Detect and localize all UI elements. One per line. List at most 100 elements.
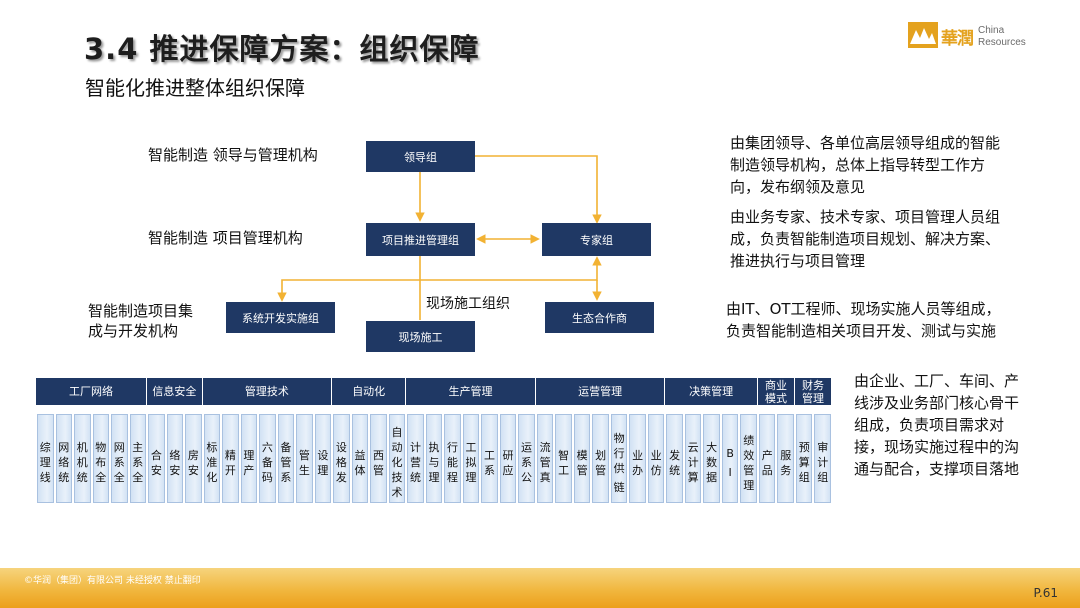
matrix-cell: 工拟理 — [462, 414, 480, 503]
matrix-cell-text: 设理 — [317, 448, 329, 477]
matrix-cell: 预算组 — [795, 414, 813, 503]
matrix-cell: 综理线 — [37, 414, 54, 503]
matrix-cell-text: 标准化 — [206, 441, 218, 484]
matrix-cell: 合安 — [148, 414, 165, 503]
label-leadership-org: 智能制造 领导与管理机构 — [148, 146, 318, 164]
matrix-cell: 云计算 — [684, 414, 702, 503]
matrix-cell-text: 计营统 — [409, 441, 421, 484]
box-field-construction: 现场施工 — [366, 321, 475, 352]
matrix-cell: 业办 — [629, 414, 646, 503]
matrix-cell: 模管 — [573, 414, 591, 503]
label-dev-org-line2: 成与开发机构 — [88, 322, 179, 340]
matrix-cell: 标准化 — [203, 414, 221, 503]
box-leading-group: 领导组 — [366, 141, 475, 172]
matrix-cell-text: 房安 — [187, 448, 199, 477]
matrix-cell: 房安 — [185, 414, 202, 503]
matrix-cell-text: 链 — [613, 480, 625, 494]
matrix-cell: 产品 — [758, 414, 776, 503]
matrix-cell-text: 六备码 — [261, 441, 273, 484]
matrix-cell-text: 管生 — [298, 448, 310, 477]
matrix-cell: 发统 — [666, 414, 683, 503]
matrix-cell: 备管系 — [277, 414, 295, 503]
matrix-cell: 运系公 — [518, 414, 535, 503]
matrix-header-6: 决策管理 — [665, 378, 758, 405]
matrix-header-4: 生产管理 — [406, 378, 536, 405]
page-number: P.61 — [1033, 586, 1058, 600]
matrix-cell-text: 络安 — [169, 448, 181, 477]
matrix-cell: 理产 — [240, 414, 258, 503]
matrix-cell-text: 业仿 — [650, 448, 662, 477]
desc-leadership: 由集团领导、各单位高层领导组成的智能 制造领导机构，总体上指导转型工作方 向，发… — [730, 134, 1001, 196]
matrix-cell-text: 预算组 — [798, 441, 810, 484]
matrix-cell-text: 发统 — [669, 448, 681, 477]
desc-field: 由企业、工厂、车间、产 线涉及业务部门核心骨干 组成，负责项目需求对 接，现场实… — [854, 372, 1020, 478]
matrix-cell-text: 机机统 — [76, 441, 88, 484]
matrix-cell-text: 益体 — [354, 448, 366, 477]
matrix-cell: 物布全 — [92, 414, 110, 503]
matrix-cell-text: 审计组 — [817, 441, 829, 484]
matrix-cell: 审计组 — [814, 414, 831, 503]
matrix-header-0: 工厂网络 — [36, 378, 148, 405]
logo-english-line2: Resources — [978, 37, 1026, 48]
footer-bar — [0, 568, 1080, 608]
matrix-cell-text: 理产 — [243, 448, 255, 477]
matrix-cell-text: 行能程 — [447, 441, 458, 484]
matrix-header-7: 商业 模式 — [757, 378, 795, 405]
matrix-cell: 智工 — [555, 414, 572, 503]
matrix-cell-text: 划管 — [595, 448, 607, 477]
matrix-cell: 精开 — [222, 414, 239, 503]
matrix-cell: 工系 — [481, 414, 498, 503]
page-subtitle: 智能化推进整体组织保障 — [85, 76, 305, 100]
matrix-cell-text: 西管 — [372, 448, 384, 477]
matrix-cell: 服务 — [777, 414, 794, 503]
matrix-cell-text: 研应 — [502, 448, 514, 477]
matrix-cell-text: 智工 — [558, 448, 570, 477]
matrix-cell: 流管真 — [536, 414, 554, 503]
page-title: 3.4 推进保障方案：组织保障 — [84, 32, 480, 66]
matrix-cell-text: 工拟理 — [465, 441, 477, 484]
box-system-dev-group: 系统开发实施组 — [226, 302, 335, 333]
matrix-cell-text: 物行供 — [613, 431, 625, 475]
matrix-cell-text: 绩效管理 — [743, 433, 755, 492]
desc-project: 由业务专家、技术专家、项目管理人员组 成，负责智能制造项目规划、解决方案、 推进… — [730, 208, 1001, 270]
matrix-cell: 六备码 — [259, 414, 276, 503]
desc-development: 由IT、OT工程师、现场实施人员等组成， 负责智能制造相关项目开发、测试与实施 — [726, 300, 1001, 340]
matrix-cell: 络安 — [166, 414, 184, 503]
matrix-cell: 自动化技术 — [388, 414, 406, 503]
matrix-cell-text: 设格发 — [335, 441, 347, 484]
matrix-cell-text: 备管系 — [280, 441, 292, 484]
box-expert-group: 专家组 — [542, 223, 651, 256]
matrix-cell: 主系全 — [129, 414, 147, 503]
matrix-cell-text: B — [726, 446, 734, 460]
matrix-header-2: 管理技术 — [202, 378, 333, 405]
matrix-cell: 研应 — [499, 414, 517, 503]
matrix-header-5: 运营管理 — [535, 378, 666, 405]
matrix-cell-text: 执与理 — [428, 441, 440, 484]
matrix-cell-text: 运系公 — [521, 441, 533, 484]
matrix-cell-text: 云计算 — [687, 441, 699, 484]
matrix-cell-text: 模管 — [576, 448, 588, 477]
matrix-cell: 执与理 — [425, 414, 443, 503]
matrix-cell: 益体 — [351, 414, 369, 503]
matrix-cell-text: 流管真 — [539, 441, 551, 484]
matrix-cell-text: 网络统 — [58, 441, 70, 484]
matrix-cell-text: 合安 — [150, 448, 162, 477]
matrix-cell: 机机统 — [74, 414, 91, 503]
logo-english-line1: China — [978, 25, 1005, 36]
matrix-cell-text: 工系 — [484, 448, 496, 477]
matrix-cell: 物行供链 — [610, 414, 628, 503]
matrix-cell: 划管 — [592, 414, 609, 503]
matrix-cell-text: 大数据 — [706, 441, 718, 484]
matrix-cell: 管生 — [296, 414, 313, 503]
matrix-cell-text: 业办 — [632, 448, 644, 477]
matrix-cell-text: 产品 — [761, 448, 773, 477]
matrix-cell: 业仿 — [647, 414, 665, 503]
matrix-header-3: 自动化 — [332, 378, 407, 405]
matrix-cell: 西管 — [370, 414, 387, 503]
matrix-cell: 绩效管理 — [740, 414, 757, 503]
matrix-cell: 网络统 — [55, 414, 72, 503]
matrix-cell: 设理 — [314, 414, 332, 503]
box-project-group: 项目推进管理组 — [366, 223, 475, 256]
matrix-cell-text: 自动化技术 — [391, 426, 403, 499]
